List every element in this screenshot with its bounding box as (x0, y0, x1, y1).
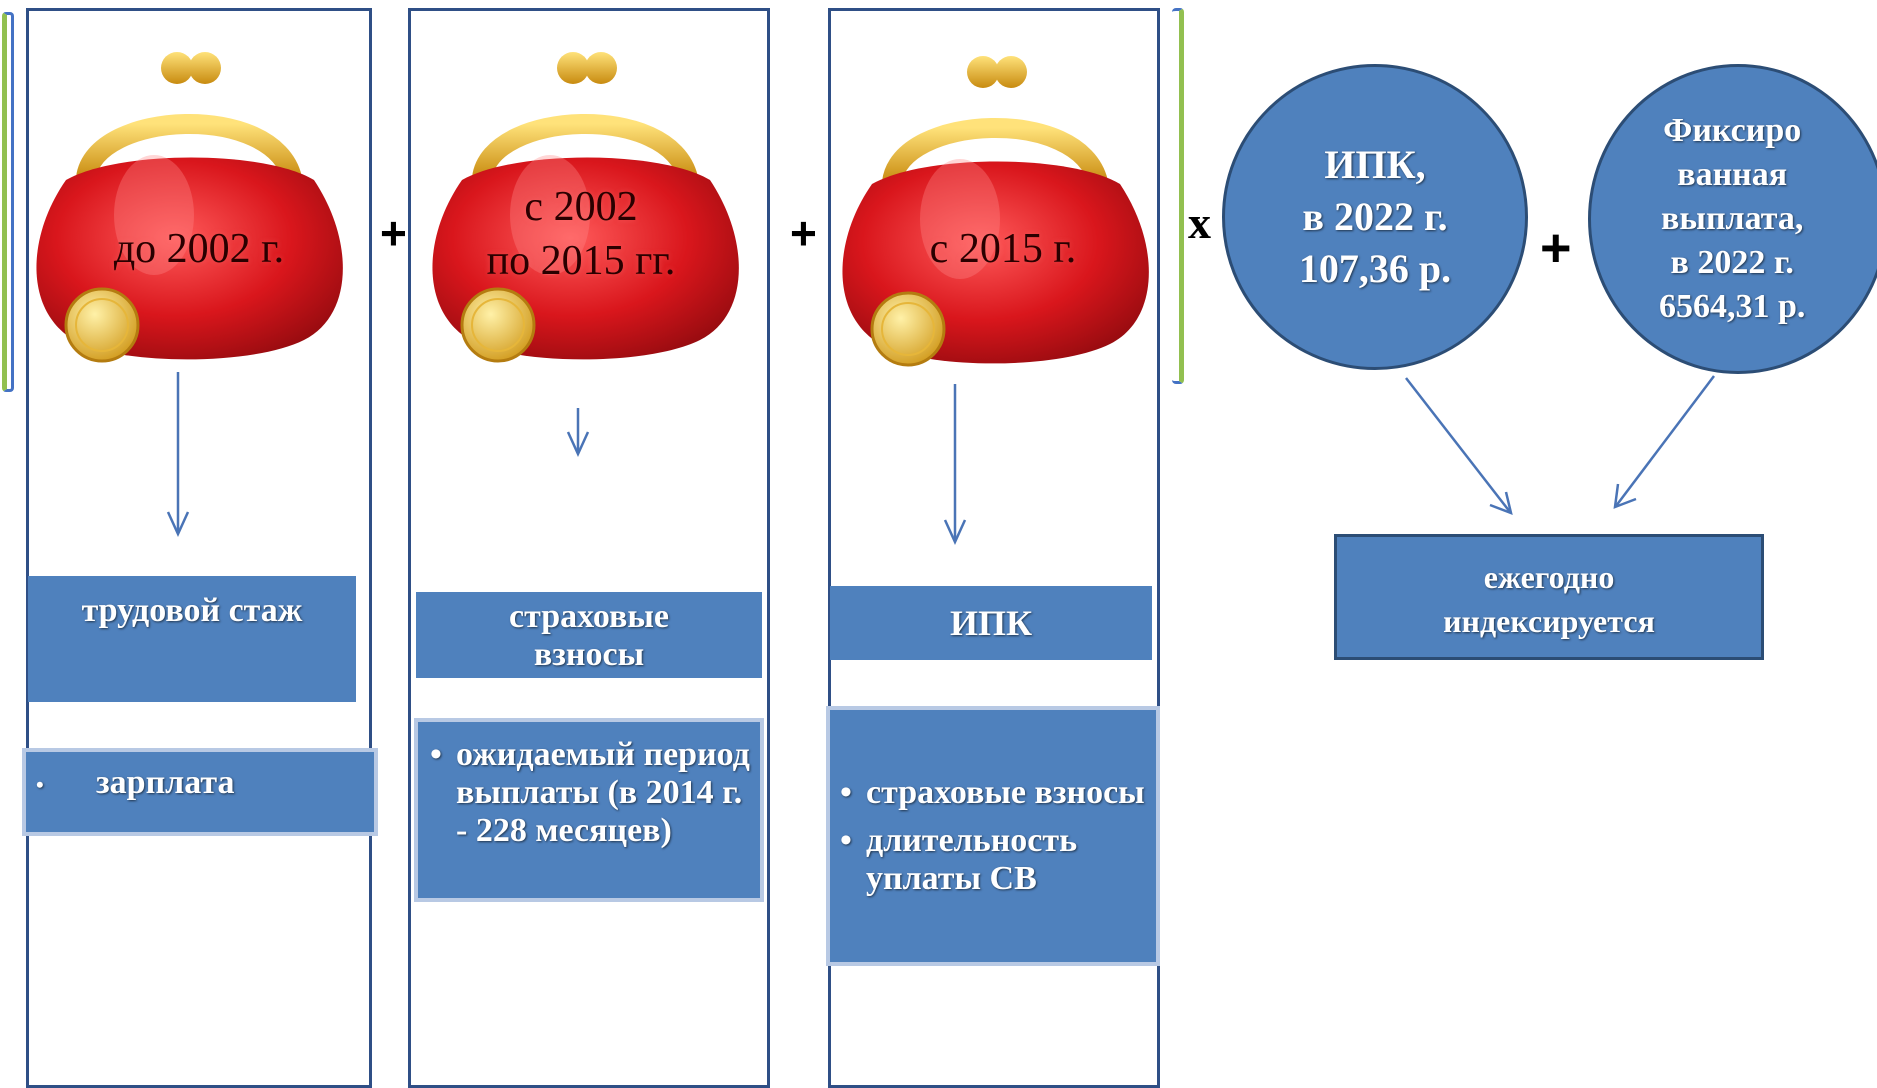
left-bracket (2, 12, 14, 392)
plus-operator: + (1540, 218, 1572, 278)
list-item-text: длительность уплаты СВ (866, 822, 1078, 897)
list-box-salary: • зарплата (26, 752, 374, 832)
box-indexed-annually: ежегодно индексируется (1334, 534, 1764, 660)
box-work-experience: трудовой стаж (28, 576, 356, 702)
circle-ipk-value: ИПК, в 2022 г. 107,36 р. (1222, 64, 1528, 370)
box-insurance-contributions: страховые взносы (416, 592, 762, 678)
purse-label-since-2015: с 2015 г. (929, 226, 1077, 272)
purse-icon (842, 56, 1149, 367)
right-bracket (1172, 8, 1184, 384)
purse-label-before-2002: до 2002 г. (113, 226, 285, 272)
box-ipk: ИПК (830, 586, 1152, 660)
plus-operator: + (790, 207, 817, 259)
circle-fixed-payment: Фиксиро ванная выплата, в 2022 г. 6564,3… (1588, 64, 1877, 374)
list-item: • страховые взносы (840, 774, 1145, 811)
list-item: • зарплата (36, 764, 235, 801)
list-item: • ожидаемый период выплаты (в 2014 г. - … (430, 736, 750, 849)
purse-icon (432, 52, 739, 363)
purse-label-2002-2015: с 2002 по 2015 гг. (486, 184, 676, 284)
purse-icon (36, 52, 343, 363)
list-item-text: зарплата (96, 764, 235, 801)
multiply-operator: x (1188, 197, 1211, 248)
list-box-ipk-factors: • страховые взносы • длительность уплаты… (830, 710, 1156, 962)
list-box-payout-period: • ожидаемый период выплаты (в 2014 г. - … (418, 722, 760, 898)
list-item-text: ожидаемый период выплаты (в 2014 г. - 22… (456, 736, 750, 849)
plus-operator: + (380, 207, 407, 259)
list-item: • длительность уплаты СВ (840, 822, 1078, 897)
list-item-text: страховые взносы (866, 774, 1145, 811)
